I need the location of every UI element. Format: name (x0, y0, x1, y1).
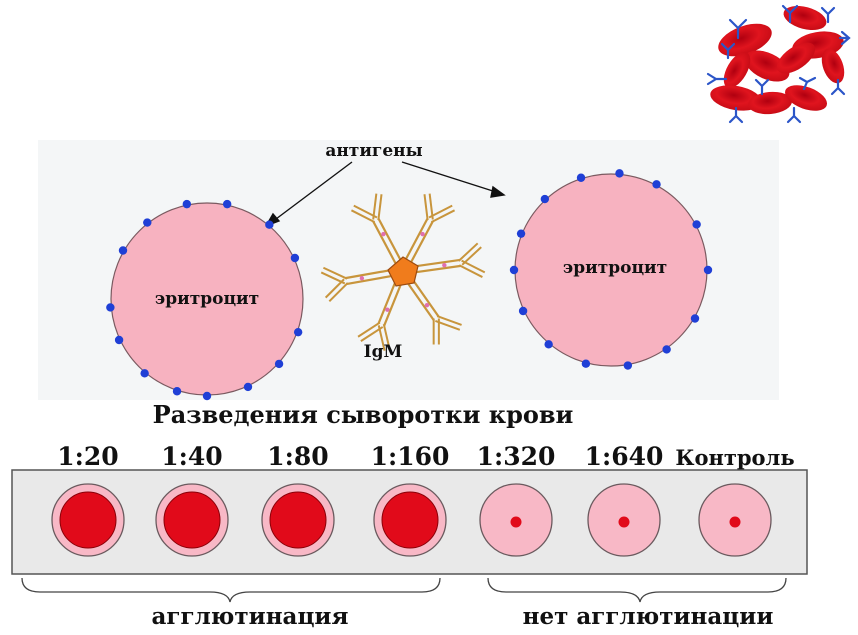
rbc-cluster-illustration (706, 4, 851, 124)
antigen-dot (662, 345, 671, 354)
antigen-dot (692, 220, 701, 229)
agglutination-clot (59, 491, 117, 549)
wells (51, 483, 772, 557)
antigen-dot (623, 361, 633, 370)
agglutination-brace (21, 577, 441, 603)
antigen-dot (544, 340, 553, 349)
well (479, 483, 553, 557)
antigen-dot (509, 265, 519, 275)
antigen-dot (140, 369, 149, 378)
agglutination-clot (163, 491, 221, 549)
well (587, 483, 661, 557)
antigen-dot (540, 194, 550, 204)
antigen-dot (576, 173, 586, 182)
antigen-dot (114, 335, 124, 345)
antigen-dot (265, 220, 274, 229)
antigen-dot (222, 199, 232, 209)
antigen-dot (652, 180, 661, 189)
dilution-label: 1:640 (585, 442, 664, 471)
antigen-dot (690, 314, 700, 323)
dilution-label: 1:320 (477, 442, 556, 471)
dilution-labels: 1:20 1:40 1:80 1:160 1:320 1:640 Контроль (57, 442, 794, 471)
well (51, 483, 125, 557)
well (155, 483, 229, 557)
antigen-dot (202, 391, 212, 401)
agglutination-clot (269, 491, 327, 549)
dilution-label: Контроль (675, 445, 794, 470)
antigen-dot (143, 218, 152, 227)
braces (21, 577, 787, 603)
antigen-dot (703, 265, 713, 275)
antigen-dot (274, 359, 284, 369)
dilution-label: 1:160 (371, 442, 450, 471)
sediment-dot (618, 516, 630, 528)
antigens-right (509, 169, 713, 370)
sediment-dot (729, 516, 741, 528)
well (261, 483, 335, 557)
agglutination-label: агглютинация (152, 603, 349, 630)
antigens-label: антигены (325, 141, 422, 161)
antigen-dot (172, 387, 182, 396)
antigen-dot (182, 199, 192, 209)
igm-label: IgM (364, 342, 403, 362)
antigen-dot (290, 253, 300, 263)
agglutination-clot (381, 491, 439, 549)
antigens-left (106, 199, 303, 401)
antigen-dot (581, 359, 591, 368)
no-agglutination-brace (487, 577, 787, 603)
dilution-title: Разведения сыворотки крови (153, 400, 574, 429)
erythrocyte-right-label: эритроцит (563, 258, 667, 278)
antigen-dot (243, 382, 253, 392)
antigen-dot (106, 303, 115, 312)
dilution-label: 1:80 (267, 442, 328, 471)
erythrocyte-left-label: эритроцит (155, 289, 259, 309)
antigen-dot (293, 327, 303, 337)
igm-j-chain-core (387, 256, 419, 287)
well (373, 483, 447, 557)
antigen-dot (118, 246, 128, 255)
igm-antibody: IgM (320, 193, 486, 362)
sediment-dot (510, 516, 522, 528)
dilution-label: 1:40 (161, 442, 222, 471)
erythrocyte-right: эритроцит (509, 169, 713, 370)
antigen-dot (518, 306, 528, 316)
antigen-dot (615, 169, 624, 178)
erythrocyte-left: эритроцит (106, 199, 304, 401)
no-agglutination-label: нет агглютинации (523, 603, 774, 630)
well (698, 483, 772, 557)
dilution-label: 1:20 (57, 442, 118, 471)
antigen-dot (516, 229, 526, 238)
